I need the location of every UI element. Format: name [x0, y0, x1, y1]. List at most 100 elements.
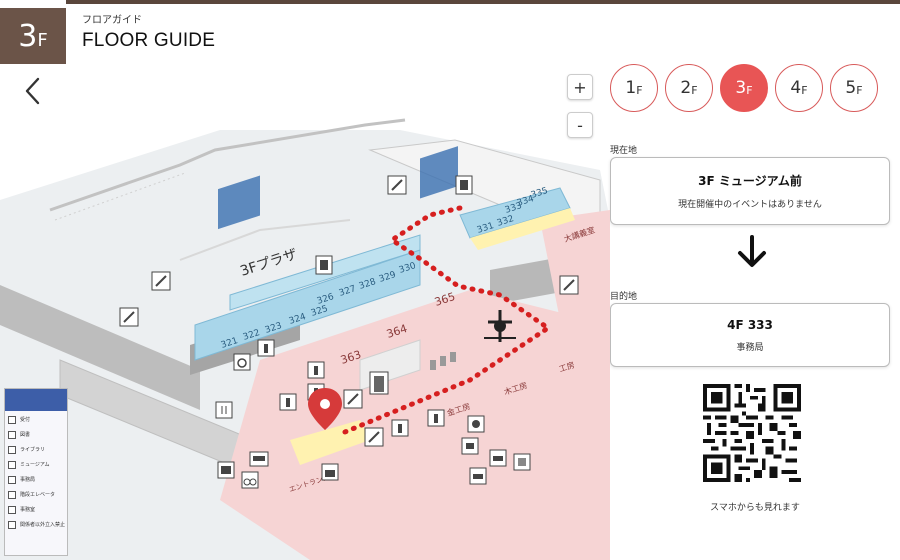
stairs-icon[interactable]	[343, 389, 363, 409]
floor-badge: 3 F	[0, 8, 66, 64]
current-location-name: 3F ミュージアム前	[698, 174, 802, 188]
map-area-label: 工房	[558, 359, 576, 373]
legend-item: 関係者以外立入禁止	[8, 518, 67, 531]
stairs-icon[interactable]	[559, 275, 579, 295]
legend-swatch-icon	[8, 445, 16, 454]
stairs-icon[interactable]	[387, 175, 407, 195]
legend-item-label: 図書	[20, 432, 31, 438]
floor-tab-suffix: F	[636, 83, 643, 97]
zoom-in-button[interactable]: +	[567, 74, 593, 100]
map-zone-studio	[220, 290, 610, 560]
floor-badge-suffix: F	[37, 29, 48, 51]
qr-code-icon[interactable]	[703, 384, 801, 482]
legend-item-label: 関係者以外立入禁止	[20, 522, 66, 528]
map-yellow-zone	[290, 420, 370, 465]
locker-icon[interactable]	[215, 401, 233, 419]
door-icon[interactable]	[369, 371, 389, 395]
wheelchair-icon[interactable]	[233, 353, 251, 371]
restroom-icon[interactable]	[279, 393, 297, 411]
car-icon[interactable]	[249, 451, 269, 467]
car-icon[interactable]	[489, 449, 507, 467]
vending-icon[interactable]	[513, 453, 531, 471]
map-room-label: 364	[385, 322, 409, 341]
drone-icon	[484, 310, 516, 342]
restroom-icon[interactable]	[391, 419, 409, 437]
legend-item: 受付	[8, 413, 67, 426]
legend-item-label: 事務室	[20, 507, 36, 513]
legend-item: ライブラリ	[8, 443, 67, 456]
bus-icon[interactable]	[217, 461, 235, 479]
destination-name: 4F 333	[727, 317, 773, 332]
back-button[interactable]	[18, 74, 48, 108]
legend-item: 事務室	[8, 503, 67, 516]
legend-swatch-icon	[8, 460, 16, 469]
destination-label: 目的地	[610, 292, 638, 302]
elevator-icon[interactable]	[315, 255, 333, 275]
page-subtitle: フロアガイド	[82, 15, 142, 26]
legend-swatch-icon	[8, 430, 16, 439]
car-icon[interactable]	[469, 467, 487, 485]
bicycle-icon[interactable]	[241, 471, 259, 489]
legend-swatch-icon	[8, 505, 16, 514]
current-location-note: 現在開催中のイベントはありません	[678, 200, 822, 210]
current-location-label: 現在地	[610, 146, 638, 156]
floor-tab-number: 5	[845, 78, 857, 98]
legend-item-label: 受付	[20, 417, 31, 423]
destination-card: 4F 333 事務局	[610, 303, 890, 367]
fence-icon	[430, 352, 456, 370]
map-room-label: 365	[433, 290, 457, 309]
legend-swatch-icon	[8, 490, 16, 499]
map-legend: 受付 図書 ライブラリ ミュージアム 事務局 階段エレベータ 事務室 関係者以外…	[4, 388, 68, 556]
arrow-down-icon	[738, 235, 766, 267]
qr-caption: スマホからも見れます	[710, 503, 800, 513]
stairs-icon[interactable]	[119, 307, 139, 327]
parking-icon[interactable]	[461, 437, 479, 455]
map-glass-wall	[218, 175, 260, 230]
floor-tab-number: 1	[625, 78, 637, 98]
location-pin-icon	[308, 388, 342, 430]
map-railing	[179, 219, 351, 261]
legend-item-label: 階段エレベータ	[20, 492, 56, 498]
floor-badge-number: 3	[18, 18, 38, 54]
map-railing	[49, 118, 406, 212]
legend-swatch-icon	[8, 520, 16, 529]
legend-item-label: ミュージアム	[20, 462, 50, 468]
route-path	[342, 205, 553, 435]
legend-item: 事務局	[8, 473, 67, 486]
floor-map[interactable]: 3Fプラザ 331 332 333 334 335 326 327 328 32…	[0, 110, 610, 560]
floor-tab-suffix: F	[746, 83, 753, 97]
floor-tab-number: 4	[790, 78, 802, 98]
shop-icon[interactable]	[467, 415, 485, 433]
restroom-icon[interactable]	[257, 339, 275, 357]
stairs-icon[interactable]	[151, 271, 171, 291]
floor-tab-suffix: F	[801, 83, 808, 97]
map-railing-detail	[54, 172, 186, 221]
elevator-icon[interactable]	[455, 175, 473, 195]
legend-item: 階段エレベータ	[8, 488, 67, 501]
zoom-out-button[interactable]: -	[567, 112, 593, 138]
museum-icon[interactable]	[321, 463, 339, 481]
legend-item: ミュージアム	[8, 458, 67, 471]
stairs-icon[interactable]	[364, 427, 384, 447]
map-yellow-zone	[470, 208, 575, 250]
map-room-row-middle	[194, 249, 421, 361]
legend-header	[5, 389, 67, 411]
floor-tab-suffix: F	[691, 83, 698, 97]
page-title: FLOOR GUIDE	[82, 30, 216, 51]
restroom-icon[interactable]	[427, 409, 445, 427]
destination-note: 事務局	[736, 342, 764, 353]
map-glass-wall	[420, 146, 458, 199]
restroom-icon[interactable]	[307, 361, 325, 379]
current-location-card: 3F ミュージアム前 現在開催中のイベントはありません	[610, 157, 890, 225]
header-top-rule	[66, 0, 900, 4]
legend-item-label: ライブラリ	[20, 447, 46, 453]
floor-tab-number: 2	[680, 78, 692, 98]
map-wall	[0, 285, 200, 410]
legend-swatch-icon	[8, 475, 16, 484]
